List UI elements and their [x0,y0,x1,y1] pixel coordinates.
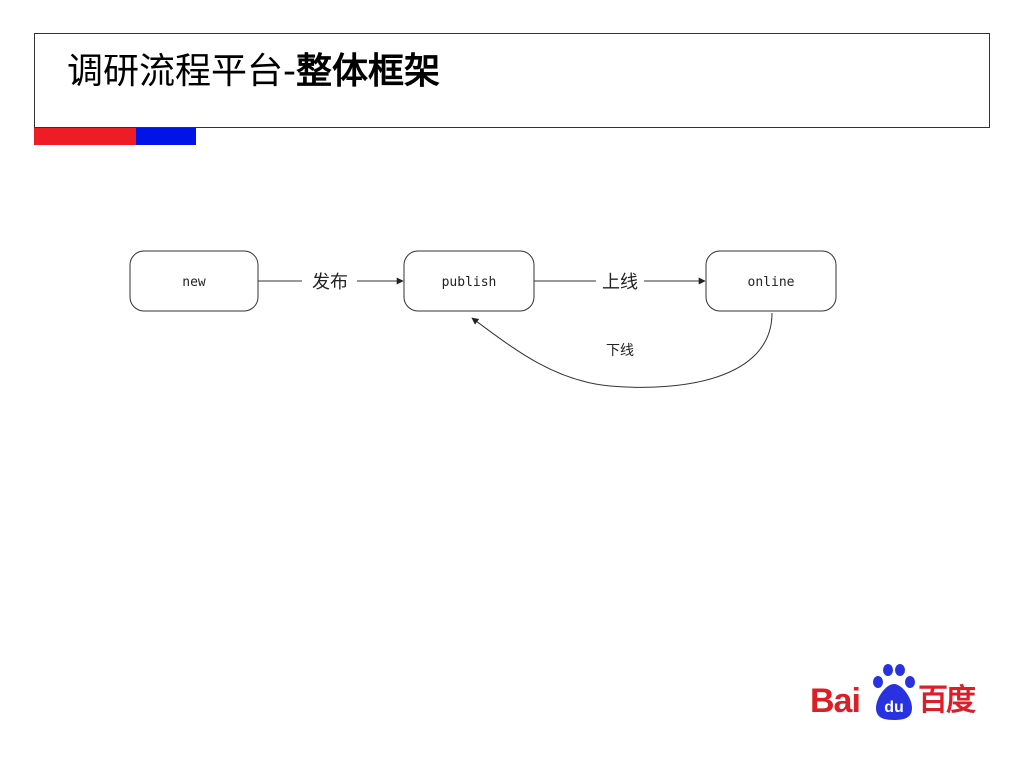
logo-text-du: du [884,699,904,716]
logo-text-bai: Bai [810,682,861,720]
edge-offline-label: 下线 [606,343,634,359]
edge-online: 上线 [534,272,706,293]
edge-online-label: 上线 [602,272,638,293]
node-online: online [705,250,837,312]
node-publish-label: publish [442,275,497,290]
arrow-offline [471,312,773,388]
title-box: 调研流程平台-整体框架 [34,33,990,128]
edge-offline: 下线 [471,312,773,388]
node-publish: publish [403,250,535,312]
baidu-logo: Bai du 百度 [810,662,985,724]
logo-text-cn: 百度 [918,683,976,718]
accent-bar-red [34,128,136,145]
title-bold: 整体框架 [296,51,441,92]
edge-publish: 发布 [258,272,404,293]
accent-bar-blue [136,128,196,145]
edge-publish-label: 发布 [312,272,348,293]
title-regular: 调研流程平台- [67,51,296,92]
node-online-label: online [748,275,795,290]
node-new: new [129,250,259,312]
slide-title: 调研流程平台-整体框架 [67,42,440,94]
node-new-label: new [182,275,206,290]
paw-icon: du [873,664,915,720]
